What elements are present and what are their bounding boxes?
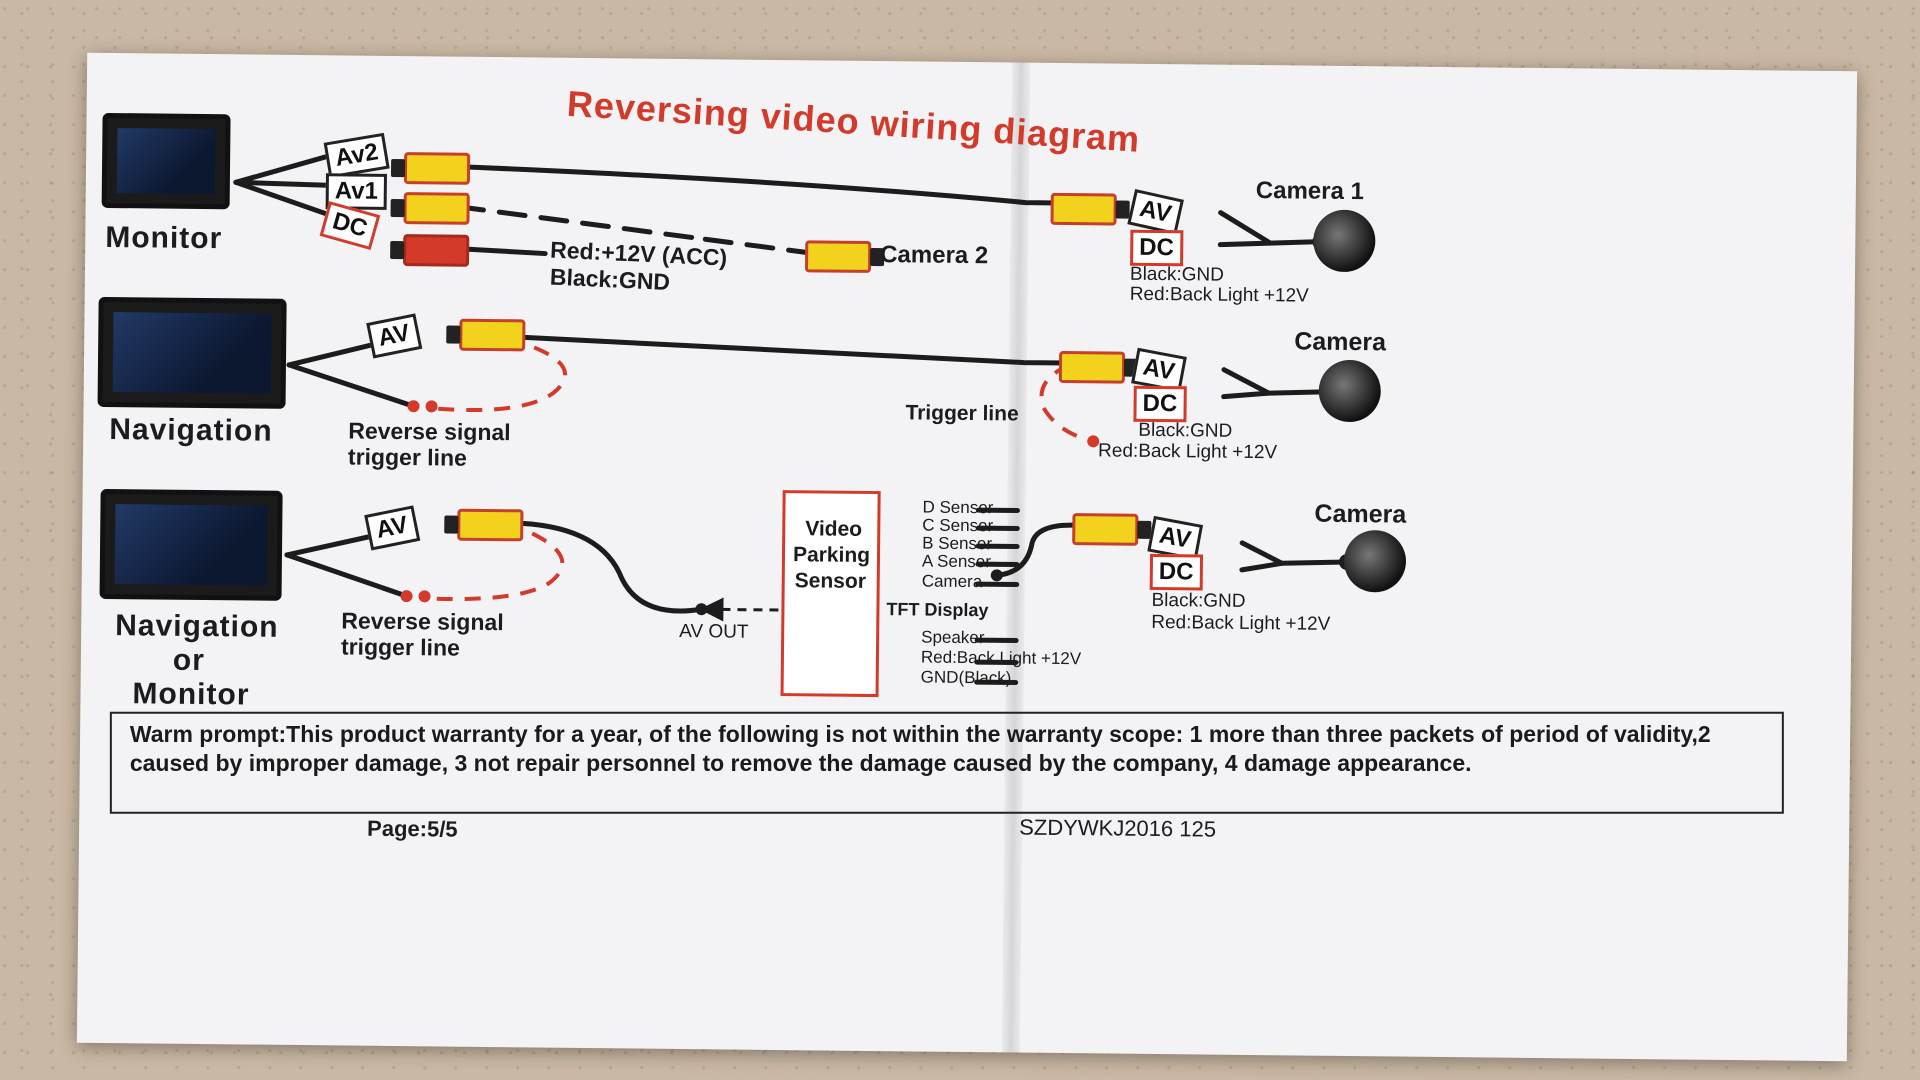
nm-reverse-signal: Reverse signal (341, 607, 504, 636)
plug-av2 (403, 152, 471, 185)
av-out-dashed (721, 607, 872, 613)
plug-nm-av (457, 508, 524, 542)
wire-nm-av (284, 531, 385, 558)
navigation-screen (97, 296, 287, 409)
av-out-arrow (699, 597, 724, 622)
cam-row2-red-backlight: Red:Back Light +12V (1098, 440, 1278, 464)
camera1-icon (1313, 209, 1376, 273)
trigger-loop-row2 (433, 345, 567, 413)
wire-cam-row2-dc (1221, 390, 1272, 400)
monitor-screen (101, 112, 231, 210)
plug-camera1 (1050, 192, 1117, 226)
tag-dc-cam1: DC (1130, 229, 1184, 267)
wire-monitor-av1 (233, 179, 334, 188)
wire-nav-av (286, 339, 387, 368)
camera-row3-label: Camera (1314, 499, 1407, 529)
vps-out-speaker: Speaker (921, 627, 985, 648)
plug-camera2 (804, 240, 872, 273)
cam-row2-black-gnd: Black:GND (1138, 419, 1233, 442)
wire-cam-row3-av (1239, 540, 1350, 566)
plug-camera-row3 (1072, 513, 1139, 546)
vps-out-backlight: Red:Back Light +12V (920, 647, 1082, 669)
cam-row3-black-gnd: Black:GND (1151, 589, 1246, 612)
plug-nav-av (459, 318, 526, 352)
trigger-loop-row3 (426, 531, 565, 602)
product-code: SZDYWKJ2016 125 (1019, 814, 1217, 842)
vps-title-1: Video (805, 517, 863, 541)
page-number: Page:5/5 (366, 815, 458, 842)
wire-nm-avout (519, 520, 704, 614)
wire-monitor-dc (233, 179, 334, 218)
trigger-line-cap: Trigger line (905, 401, 1019, 426)
camera-row2-label: Camera (1294, 327, 1387, 357)
nav-trigger-line: trigger line (347, 443, 468, 471)
camera2-label: Camera 2 (880, 241, 989, 270)
label-black-gnd-acc: Black:GND (549, 263, 671, 295)
vps-out-a: A Sensor (921, 551, 992, 572)
wire-cam-row3-dc (1239, 560, 1285, 573)
plug-camera-row2 (1058, 350, 1126, 384)
plug-av1 (403, 192, 470, 225)
nav-or-monitor-label-1: Navigation (115, 609, 279, 644)
wire-vps-camera (994, 522, 1075, 578)
wire-dc-red (454, 246, 548, 257)
cam1-red-backlight: Red:Back Light +12V (1129, 283, 1309, 307)
trigger-loop-cam-row2 (1039, 363, 1094, 444)
vps-out-camera: Camera (921, 571, 983, 592)
wire-cam1-dc (1217, 240, 1273, 248)
vps-out-gnd: GND(Black) (920, 667, 1012, 688)
plug-dc (403, 234, 470, 267)
vps-title-3: Sensor (794, 569, 867, 593)
video-parking-sensor-box: Video Parking Sensor (780, 490, 881, 698)
camera-row3-icon (1343, 529, 1407, 593)
camera-row2-icon (1318, 359, 1382, 423)
warranty-text: Warm prompt:This product warranty for a … (129, 720, 1711, 776)
wire-cam1-av (1218, 210, 1323, 246)
nav-or-monitor-label-2: or (172, 643, 206, 678)
monitor-label: Monitor (105, 220, 223, 256)
wire-av1-cam2-b (702, 236, 808, 255)
nav-or-monitor-screen (99, 488, 283, 601)
navigation-label: Navigation (109, 413, 273, 448)
instruction-sheet: Reversing video wiring diagram Monitor A… (76, 52, 1858, 1062)
warranty-notice: Warm prompt:This product warranty for a … (109, 711, 1784, 814)
vps-title-2: Parking (792, 543, 871, 567)
nav-reverse-signal: Reverse signal (348, 417, 511, 446)
wire-nm-trigger (284, 552, 410, 599)
tag-dc-cam-row3: DC (1149, 553, 1203, 591)
nav-or-monitor-label-3: Monitor (132, 677, 250, 712)
tag-dc-cam-row2: DC (1133, 385, 1187, 423)
wire-monitor-av2 (233, 152, 334, 185)
cam-row3-red-backlight: Red:Back Light +12V (1151, 611, 1331, 635)
wire-nav-trigger (286, 362, 417, 409)
wire-av2-cam1 (455, 164, 1064, 206)
av-out-label: AV OUT (679, 620, 749, 643)
nm-trigger-line: trigger line (340, 633, 461, 661)
vps-out-tft: TFT Display (886, 599, 989, 621)
wiring-lines (233, 152, 1355, 686)
wire-nav-cam (521, 334, 1072, 366)
wire-av1-cam2 (455, 204, 708, 242)
wire-cam-row2-av (1221, 367, 1332, 396)
camera1-label: Camera 1 (1255, 177, 1365, 206)
